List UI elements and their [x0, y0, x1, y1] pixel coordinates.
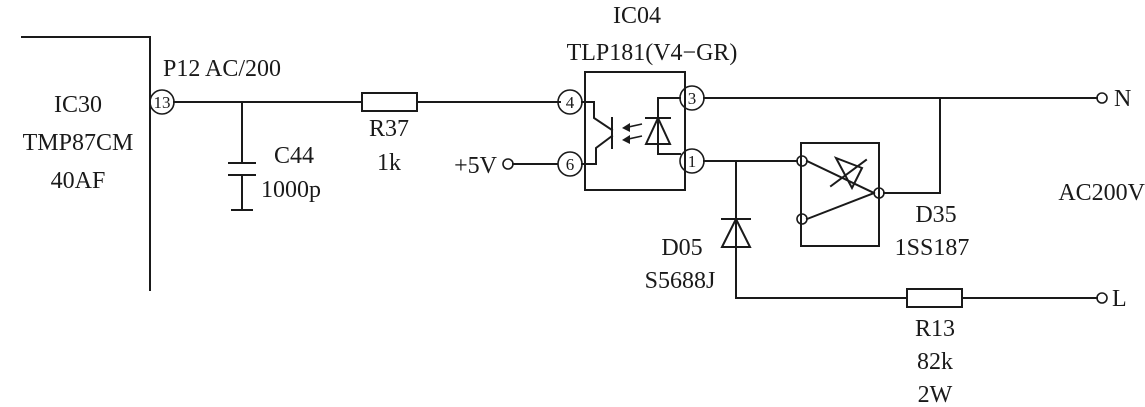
c44-value: 1000p — [261, 177, 321, 203]
n-terminal — [1096, 92, 1108, 104]
plus5v-terminal — [502, 158, 514, 170]
ic04-outline — [584, 71, 686, 191]
ic04-pin6-number: 6 — [566, 155, 575, 174]
ic04-light-arrowhead-1 — [622, 123, 630, 132]
d35-internal-upper — [805, 159, 876, 195]
ic04-output-diode — [644, 115, 672, 145]
d35-diode-bar — [829, 158, 868, 188]
ic04-internal-out — [581, 134, 614, 165]
ac200v-label: AC200V — [1058, 180, 1145, 206]
d35-outline — [800, 142, 880, 247]
ic04-pin3-number: 3 — [688, 89, 697, 108]
ic30-outline — [21, 36, 151, 291]
r13-power: 2W — [918, 382, 953, 407]
ic30-part-line1: TMP87CM — [23, 130, 134, 156]
plus5v-label: +5V — [454, 153, 498, 179]
ic04-internal-in — [581, 101, 614, 132]
d05-part: S5688J — [645, 268, 716, 294]
ic30-port-label: P12 AC/200 — [163, 56, 281, 82]
ic04-name: IC04 — [613, 3, 661, 29]
ic30-pin13-number: 13 — [154, 93, 171, 112]
r13-value: 82k — [917, 349, 953, 375]
d35-part: 1SS187 — [895, 235, 970, 261]
ic30-name: IC30 — [54, 92, 102, 118]
d35-internal-lower — [805, 191, 876, 221]
d05-name: D05 — [661, 235, 702, 261]
l-terminal — [1096, 292, 1108, 304]
l-label: L — [1112, 286, 1127, 312]
ic04-pin1-number: 1 — [688, 152, 697, 171]
ic30-part-line2: 40AF — [51, 168, 106, 194]
d35-diode — [833, 156, 864, 191]
d35-name: D35 — [915, 202, 956, 228]
d05-diode — [720, 216, 752, 248]
n-label: N — [1114, 86, 1131, 112]
ic04-part: TLP181(V4−GR) — [567, 40, 738, 66]
ic04-internal-output-loop — [657, 97, 681, 155]
r37-value: 1k — [377, 150, 401, 176]
r13-resistor — [906, 288, 963, 308]
r13-name: R13 — [915, 316, 955, 342]
ic04-light-arrowhead-2 — [622, 135, 630, 144]
c44-name: C44 — [274, 143, 314, 169]
ic04-pin4-number: 4 — [566, 93, 575, 112]
r37-name: R37 — [369, 116, 409, 142]
r37-resistor — [361, 92, 418, 112]
